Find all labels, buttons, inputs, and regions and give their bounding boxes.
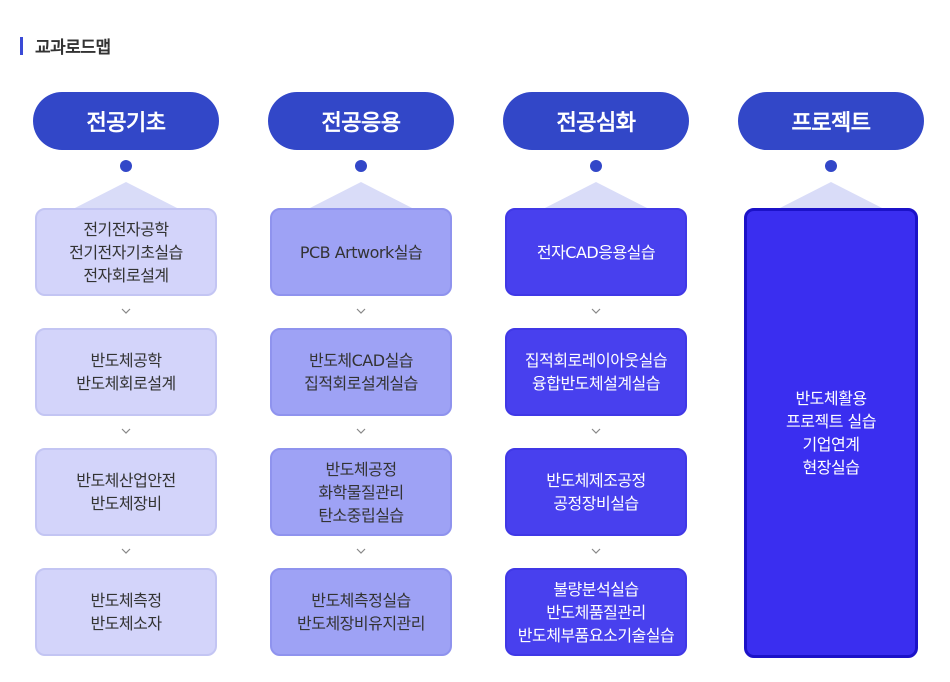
course-card: 불량분석실습 반도체품질관리 반도체부품요소기술실습 (505, 568, 687, 656)
chevron-down-icon (119, 546, 133, 556)
page-title-text: 교과로드맵 (35, 38, 111, 58)
dot-icon (825, 160, 837, 172)
course-line: 전자CAD응용실습 (536, 242, 656, 262)
course-line: 불량분석실습 (553, 579, 639, 599)
course-card: 전기전자공학 전기전자기초실습 전자회로설계 (35, 208, 217, 296)
course-line: 집적회로레이아웃실습 (524, 351, 668, 370)
chevron-down-icon (354, 426, 368, 436)
title-accent-bar (20, 36, 23, 55)
course-card: 반도체측정 반도체소자 (35, 568, 217, 656)
course-card: 집적회로레이아웃실습 융합반도체설계실습 (505, 328, 687, 416)
chevron-down-icon (119, 306, 133, 316)
course-line: 반도체품질관리 (546, 602, 646, 622)
column-project: 프로젝트 반도체활용 프로젝트 실습 기업연계 현장실습 (738, 92, 924, 672)
course-line: 반도체제조공정 (546, 471, 646, 490)
course-card: 반도체공학 반도체회로설계 (35, 328, 217, 416)
course-line: 기업연계 (802, 435, 860, 454)
course-line: 반도체부품요소기술실습 (517, 625, 675, 645)
course-card: 전자CAD응용실습 (505, 208, 687, 296)
category-pill: 전공기초 (33, 92, 219, 150)
column-major-application: 전공응용 PCB Artwork실습 반도체CAD실습 집적회로설계실습 반도체… (268, 92, 454, 672)
category-pill: 프로젝트 (738, 92, 924, 150)
course-line: 화학물질관리 (318, 482, 404, 502)
chevron-down-icon (119, 426, 133, 436)
course-line: 반도체활용 (795, 389, 867, 408)
course-line: 반도체공정 (325, 459, 397, 479)
course-card: 반도체제조공정 공정장비실습 (505, 448, 687, 536)
course-line: 전기전자공학 (83, 219, 169, 239)
course-line: 전자회로설계 (83, 265, 169, 285)
dot-icon (355, 160, 367, 172)
chevron-down-icon (589, 426, 603, 436)
chevron-down-icon (589, 546, 603, 556)
course-card: 반도체측정실습 반도체장비유지관리 (270, 568, 452, 656)
course-line: 탄소중립실습 (318, 505, 404, 525)
course-card: 반도체CAD실습 집적회로설계실습 (270, 328, 452, 416)
column-major-advanced: 전공심화 전자CAD응용실습 집적회로레이아웃실습 융합반도체설계실습 반도체제… (503, 92, 689, 672)
course-line: 반도체장비 (90, 494, 162, 513)
course-line: 현장실습 (802, 458, 860, 477)
chevron-down-icon (589, 306, 603, 316)
course-line: 반도체측정 (90, 591, 162, 610)
course-card: 반도체공정 화학물질관리 탄소중립실습 (270, 448, 452, 536)
course-line: 프로젝트 실습 (786, 412, 876, 431)
category-pill: 전공심화 (503, 92, 689, 150)
course-line: 반도체측정실습 (311, 591, 411, 610)
course-card: 반도체산업안전 반도체장비 (35, 448, 217, 536)
course-card: PCB Artwork실습 (270, 208, 452, 296)
dot-icon (120, 160, 132, 172)
course-line: 전기전자기초실습 (69, 242, 183, 262)
course-line: 반도체CAD실습 (308, 351, 414, 370)
course-line: 반도체장비유지관리 (297, 614, 425, 633)
course-line: 반도체회로설계 (76, 374, 176, 393)
course-line: 반도체소자 (90, 614, 162, 633)
chevron-down-icon (354, 546, 368, 556)
course-line: 반도체산업안전 (76, 471, 176, 490)
column-major-basic: 전공기초 전기전자공학 전기전자기초실습 전자회로설계 반도체공학 반도체회로설… (33, 92, 219, 672)
course-line: 반도체공학 (90, 351, 162, 370)
page-title: 교과로드맵 (20, 33, 111, 58)
chevron-down-icon (354, 306, 368, 316)
course-line: 집적회로설계실습 (304, 374, 418, 393)
course-line: 융합반도체설계실습 (532, 374, 660, 393)
category-pill: 전공응용 (268, 92, 454, 150)
course-card: 반도체활용 프로젝트 실습 기업연계 현장실습 (744, 208, 918, 658)
dot-icon (590, 160, 602, 172)
course-line: 공정장비실습 (553, 494, 639, 513)
course-line: PCB Artwork실습 (299, 242, 423, 262)
